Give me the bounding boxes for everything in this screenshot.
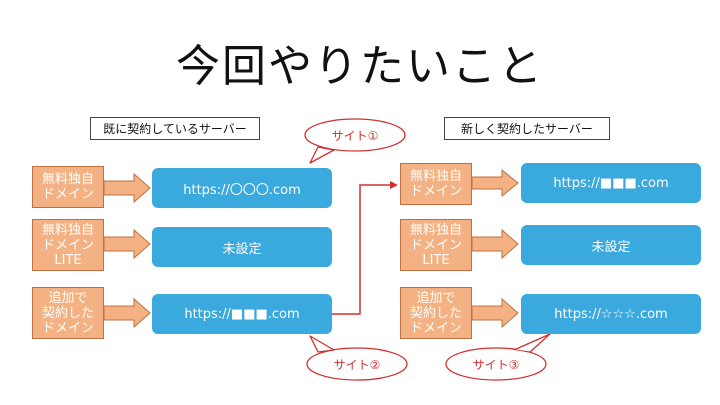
callout-site2-tail <box>309 335 335 353</box>
right-url-2: 未設定 <box>521 225 701 265</box>
callout-site1-text: サイト① <box>331 129 379 143</box>
left-arrow-2 <box>103 228 151 260</box>
right-tag-free-domain-lite: 無料独自 ドメイン LITE <box>400 219 472 271</box>
left-section-label: 既に契約しているサーバー <box>90 117 260 140</box>
callout-site2-text: サイト② <box>333 358 381 372</box>
right-arrow-3 <box>471 297 519 329</box>
callout-site3-text: サイト③ <box>472 358 520 372</box>
left-arrow-1 <box>103 172 151 204</box>
callout-site3-tail <box>513 333 551 353</box>
left-url-1: https://〇〇〇.com <box>152 168 332 208</box>
left-tag-free-domain-lite: 無料独自 ドメイン LITE <box>32 219 104 271</box>
slide-title: 今回やりたいこと <box>176 41 544 92</box>
right-url-1: https://■■■.com <box>521 163 701 203</box>
left-arrow-3 <box>103 297 151 329</box>
left-url-3: https://■■■.com <box>152 294 332 334</box>
right-arrow-1 <box>471 168 519 198</box>
right-tag-added-domain: 追加で 契約した ドメイン <box>400 287 472 339</box>
right-tag-free-domain: 無料独自 ドメイン <box>400 163 472 205</box>
left-url-2: 未設定 <box>152 227 332 267</box>
left-tag-free-domain: 無料独自 ドメイン <box>32 166 104 208</box>
right-url-3: https://☆☆☆.com <box>521 294 701 334</box>
left-tag-added-domain: 追加で 契約した ドメイン <box>32 287 104 339</box>
right-section-label: 新しく契約したサーバー <box>444 117 610 140</box>
callout-site1-tail <box>309 146 335 164</box>
migration-connector-head <box>390 181 398 189</box>
right-arrow-2 <box>471 228 519 260</box>
migration-connector <box>332 184 390 315</box>
